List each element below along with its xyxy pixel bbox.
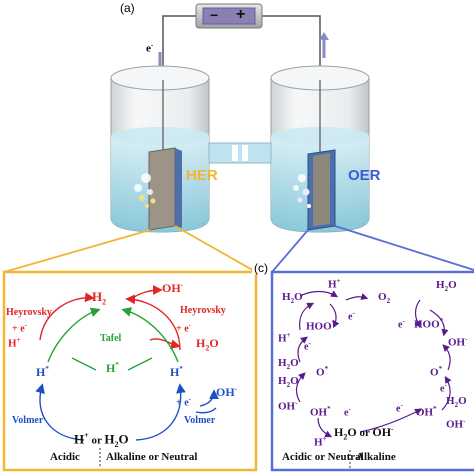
her-oh-top: OH- bbox=[162, 281, 184, 295]
oer-e-top-right: e- bbox=[398, 317, 405, 331]
her-h-star-mid: H* bbox=[106, 361, 119, 375]
oer-h-plus-left: H+ bbox=[278, 331, 291, 345]
her-tag: HER bbox=[186, 167, 218, 184]
her-h2o-right: H2O bbox=[196, 336, 219, 353]
her-callout-line bbox=[3, 229, 151, 273]
oer-callout-line bbox=[271, 229, 309, 273]
power-plus-sign: + bbox=[236, 6, 246, 23]
her-callout-line bbox=[174, 225, 257, 273]
panel-a-label: (a) bbox=[120, 1, 135, 15]
oer-h2o-left-low: H2O bbox=[278, 375, 299, 390]
oer-h-plus-bottom: H+ bbox=[314, 435, 327, 449]
oer-o-star-left: O* bbox=[316, 365, 329, 379]
oer-o-star-right: O* bbox=[430, 365, 443, 379]
oer-h2o-top-left: H2O bbox=[282, 291, 303, 306]
her-plus-e-left: + e- bbox=[12, 321, 27, 335]
oer-oh-star-left: OH* bbox=[310, 405, 331, 419]
oer-oh-right-top: OH- bbox=[448, 335, 468, 349]
heyrovsky-right-label: Heyrovsky bbox=[180, 305, 226, 316]
oer-reactants: H2O or OH- bbox=[334, 425, 394, 442]
panel-c-label: (c) bbox=[252, 261, 270, 275]
volmer-right-label: Volmer bbox=[184, 415, 216, 426]
oer-e-mid-right: e- bbox=[440, 381, 447, 395]
oer-oh-right: OH- bbox=[446, 417, 466, 431]
oer-h2o-right-low: H2O bbox=[446, 395, 467, 410]
tafel-label: Tafel bbox=[100, 333, 122, 344]
oer-alkaline-label: Alkaline bbox=[356, 451, 396, 463]
heyrovsky-left-label: Heyrovsky bbox=[6, 307, 52, 318]
oer-o2-product: O2 bbox=[378, 291, 391, 306]
oer-e-top-left: e- bbox=[348, 309, 355, 323]
oer-hoo-left: HOO* bbox=[306, 319, 336, 333]
oer-reaction-arrows bbox=[295, 290, 452, 438]
oer-oh-star-right: OH* bbox=[416, 405, 437, 419]
external-circuit bbox=[162, 3, 321, 150]
her-h-star-left: H* bbox=[36, 365, 49, 379]
oer-e-low-left: e- bbox=[344, 405, 351, 419]
her-h-plus-far-left: H+ bbox=[8, 336, 21, 350]
oer-h2o-left-mid: H2O bbox=[278, 357, 299, 372]
her-oh-bottom: OH- bbox=[216, 385, 238, 399]
oer-oh-left: OH- bbox=[278, 399, 298, 413]
her-h2-product: H2 bbox=[92, 289, 107, 307]
volmer-left-label: Volmer bbox=[12, 415, 44, 426]
membrane-bridge bbox=[208, 142, 272, 164]
her-plus-e-bottom: + e- bbox=[176, 395, 191, 409]
electron-label: e- bbox=[146, 41, 154, 55]
her-plus-e-right: + e- bbox=[176, 321, 191, 335]
oer-h-plus-top: H+ bbox=[328, 277, 341, 291]
oer-mechanism-panel bbox=[270, 270, 474, 472]
her-mechanism-panel bbox=[2, 270, 258, 472]
her-alkaline-label: Alkaline or Neutral bbox=[106, 451, 198, 463]
her-h-star-right: H* bbox=[170, 365, 183, 379]
power-minus-sign: − bbox=[210, 7, 219, 23]
her-acidic-label: Acidic bbox=[50, 451, 80, 463]
oer-e-low-right: e- bbox=[396, 401, 403, 415]
oer-callout-line bbox=[334, 225, 474, 271]
oer-h2o-top-right: H2O bbox=[436, 279, 457, 294]
her-reaction-arrows bbox=[35, 285, 219, 441]
oer-tag: OER bbox=[348, 167, 381, 184]
her-reactants: H+ or H2O bbox=[74, 431, 129, 449]
oer-e-mid-left: e- bbox=[304, 339, 311, 353]
oer-acidic-label: Acidic or Neutral bbox=[282, 451, 364, 463]
oer-electrode bbox=[293, 149, 336, 231]
oer-hoo-right: HOO* bbox=[414, 317, 444, 331]
